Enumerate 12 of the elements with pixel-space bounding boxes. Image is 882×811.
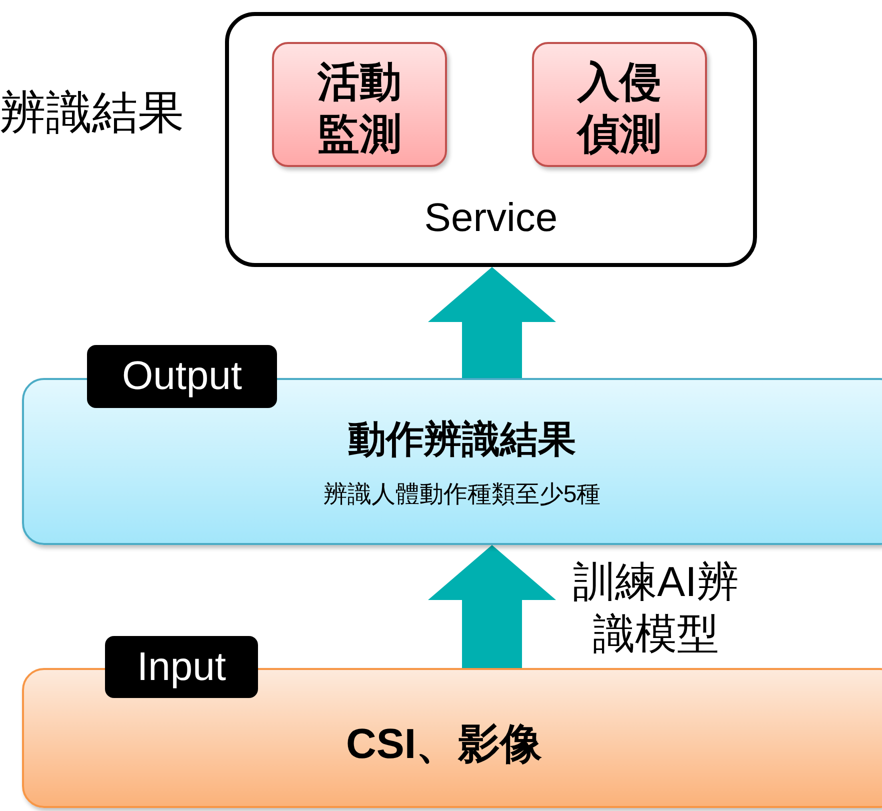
side-label: 辨識結果	[0, 85, 184, 140]
band-subtitle: 辨識人體動作種類至少5種	[322, 480, 602, 510]
task-box: 入侵偵測	[532, 42, 707, 167]
service-label: Service	[423, 196, 559, 241]
service-box	[225, 12, 757, 267]
tag-label: Output	[87, 345, 277, 408]
block-arrow	[428, 267, 556, 378]
tag-label: Input	[105, 636, 258, 698]
block-arrow	[428, 545, 556, 668]
band-title: 動作辨識結果	[347, 418, 577, 463]
task-box: 活動監測	[272, 42, 447, 167]
edge-label: 訓練AI辨識模型	[572, 557, 740, 659]
